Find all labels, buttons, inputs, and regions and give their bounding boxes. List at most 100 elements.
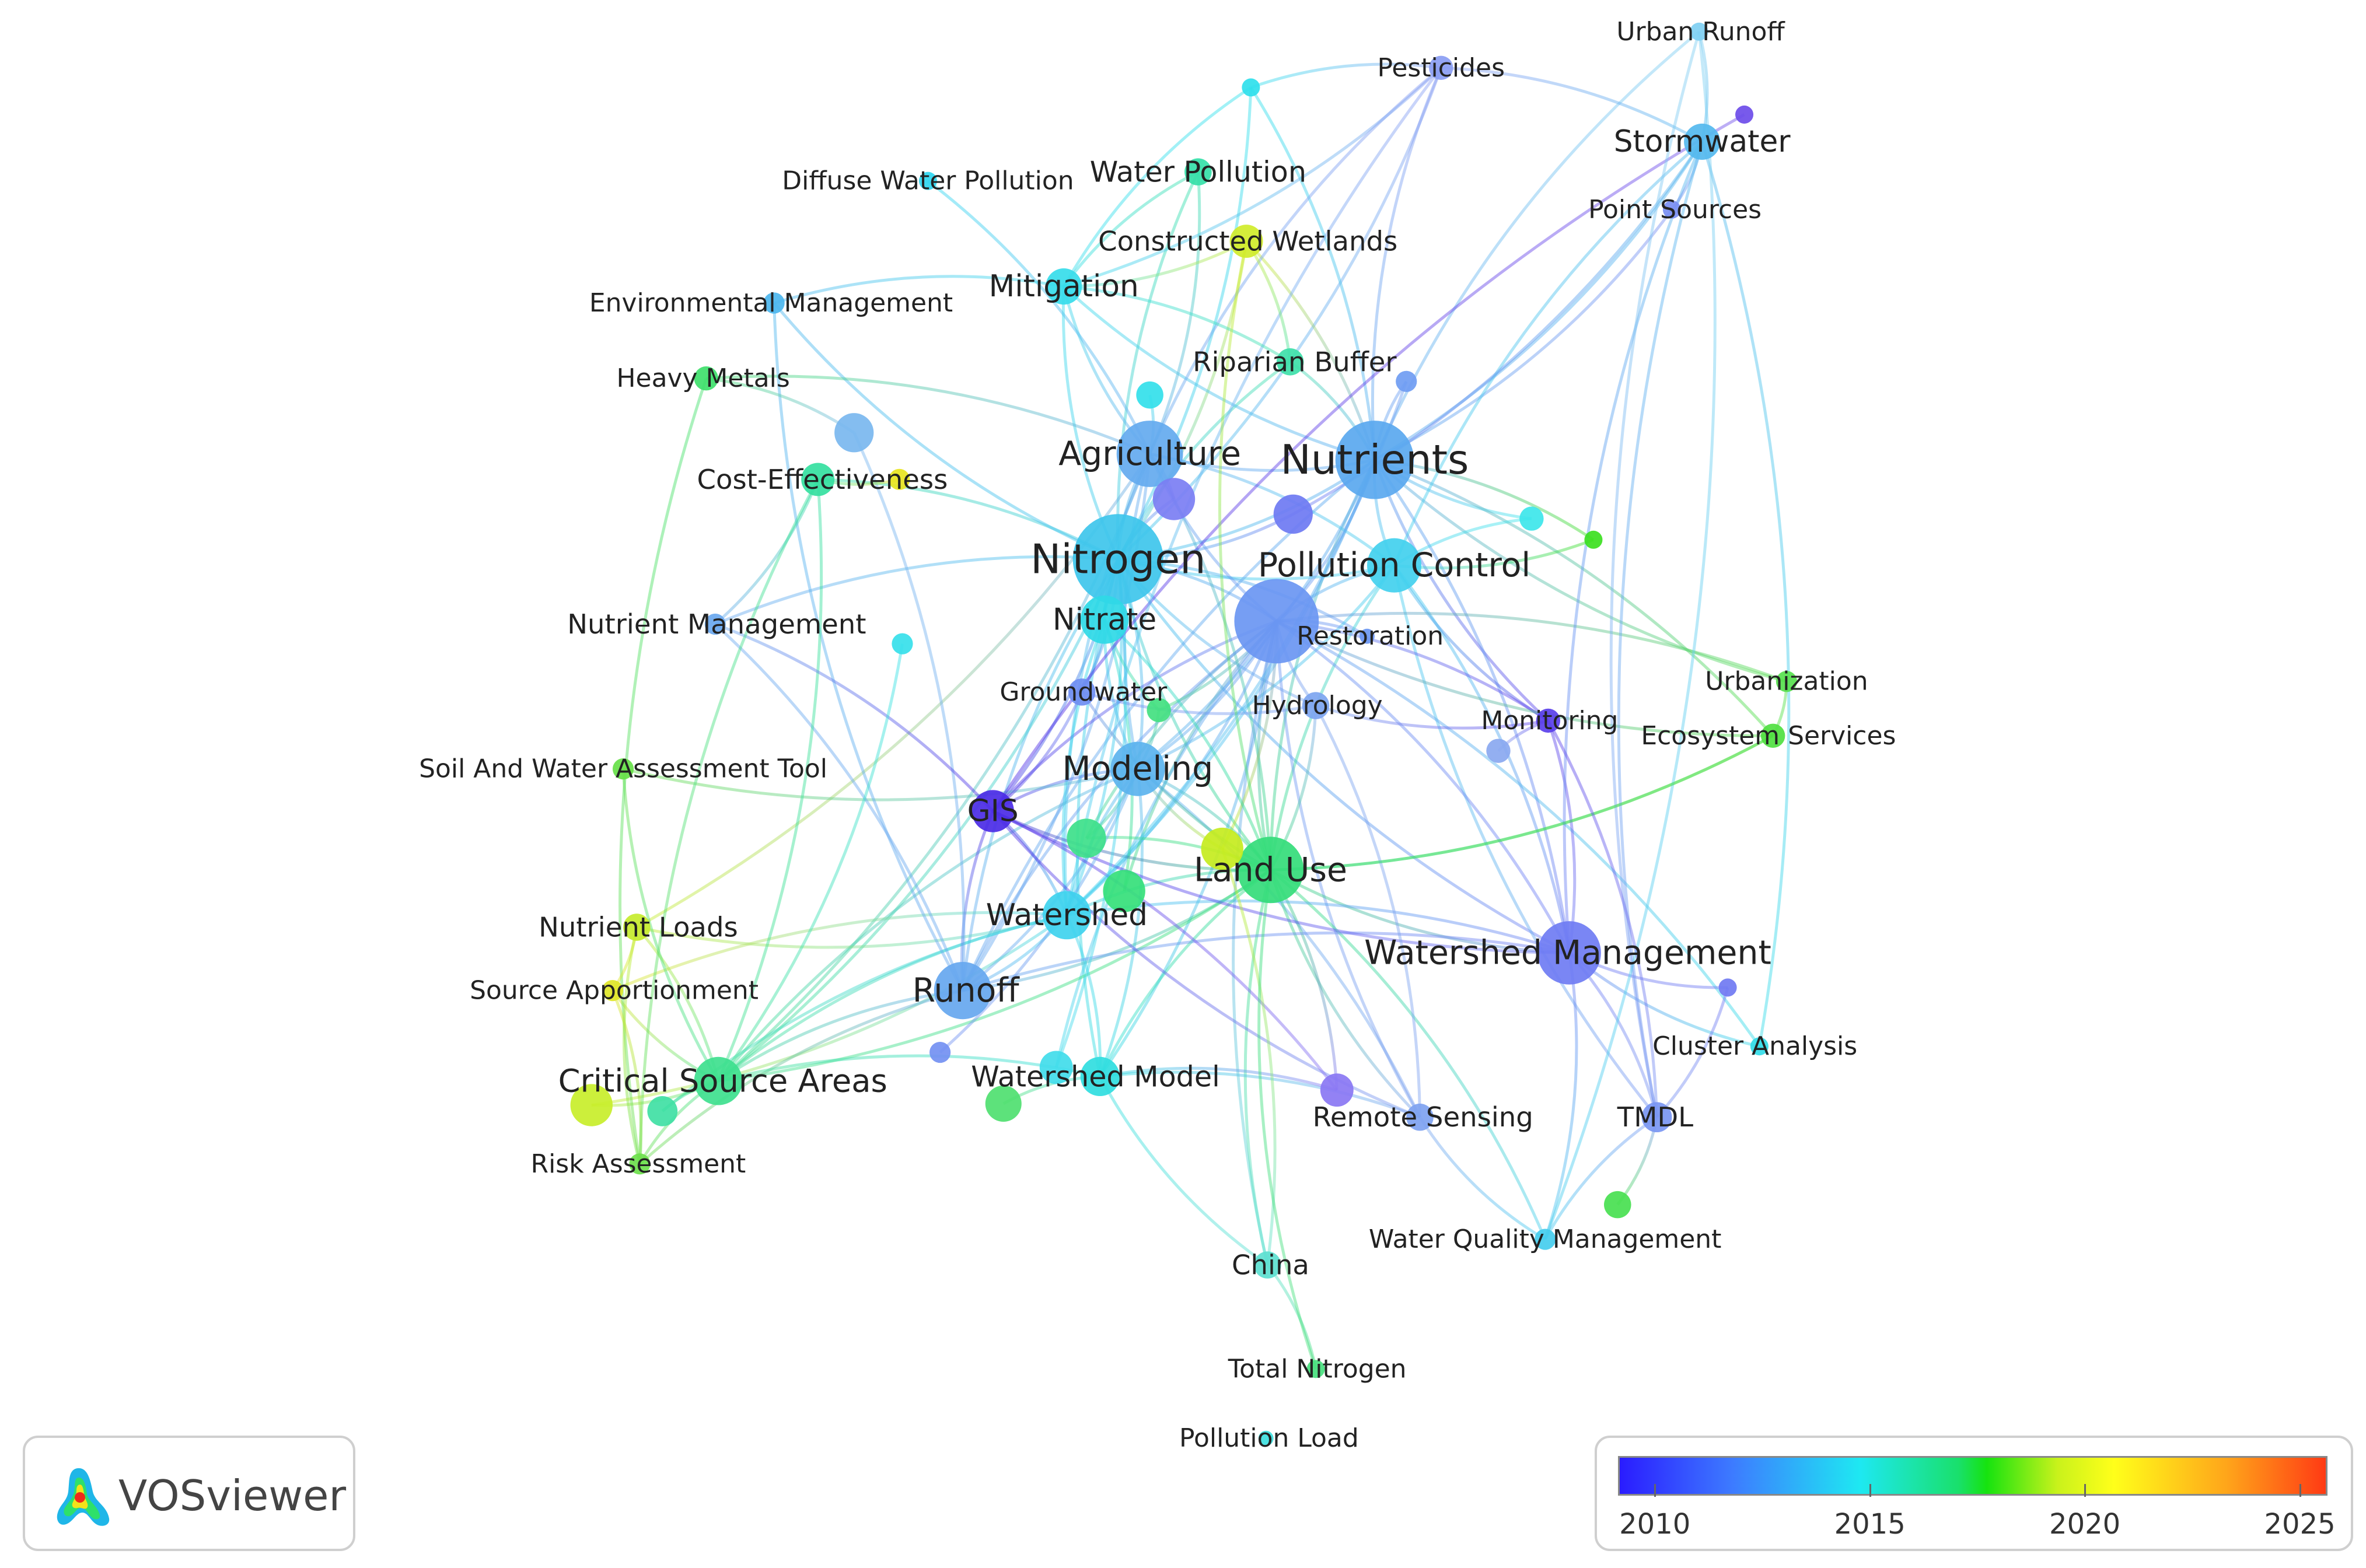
label-nutrients: Nutrients [1280, 436, 1469, 484]
link-hydrology-monitoring [1315, 704, 1549, 730]
node-u20[interactable] [1604, 1191, 1631, 1219]
node-water-quality-management[interactable] [1535, 1228, 1556, 1250]
node-environmental-management[interactable] [763, 292, 785, 314]
node-groundwater[interactable] [1068, 678, 1096, 706]
node-nitrate[interactable] [1080, 595, 1129, 644]
link-tmdl-u16 [1655, 987, 1729, 1118]
node-point-sources[interactable] [1662, 200, 1681, 219]
node-hub[interactable] [1234, 579, 1319, 664]
label-gis: GIS [967, 794, 1019, 829]
node-remote-sensing[interactable] [1406, 1103, 1434, 1131]
link-cost_effectiveness-risk_assessment [638, 478, 819, 1164]
node-modeling[interactable] [1110, 741, 1165, 796]
node-u24[interactable] [1039, 1051, 1073, 1084]
node-u7[interactable] [1136, 381, 1163, 409]
node-critical-source-areas[interactable] [694, 1056, 743, 1105]
link-runoff-environmental_management [773, 303, 964, 992]
link-mitigation-constructed_wetlands [1064, 240, 1247, 288]
node-ecosystem-services[interactable] [1760, 723, 1785, 748]
node-soil-water-assessment-tool[interactable] [612, 758, 634, 780]
node-u5[interactable] [1519, 506, 1544, 531]
node-restoration[interactable] [1360, 628, 1375, 644]
node-watershed[interactable] [1042, 891, 1091, 940]
node-u2[interactable] [1396, 370, 1417, 393]
link-agriculture-diffuse_water_pollution [927, 180, 1151, 455]
node-source-apportionment[interactable] [602, 979, 624, 1002]
node-u12[interactable] [1103, 870, 1145, 912]
node-nutrient-loads[interactable] [623, 914, 651, 941]
node-pesticides[interactable] [1429, 55, 1453, 80]
node-u8[interactable] [1147, 698, 1171, 723]
node-nutrients[interactable] [1335, 421, 1414, 499]
node-u3[interactable] [1152, 478, 1196, 520]
link-watershed-nutrient_loads [636, 914, 1068, 949]
link-gis-nutrient_management [714, 622, 994, 813]
node-u16[interactable] [1718, 978, 1737, 997]
legend-tick-label: 2025 [2264, 1508, 2336, 1541]
node-u9[interactable] [1067, 818, 1106, 858]
node-urbanization[interactable] [1776, 671, 1798, 692]
node-runoff[interactable] [934, 961, 992, 1020]
node-constructed-wetlands[interactable] [1229, 225, 1263, 258]
link-nutrients-watershed_management [1373, 459, 1571, 953]
label-total-nitrogen: Total Nitrogen [1228, 1354, 1407, 1384]
node-u6[interactable] [1584, 530, 1603, 549]
node-urban-runoff[interactable] [1690, 22, 1708, 41]
node-cluster-analysis[interactable] [1750, 1037, 1769, 1056]
node-u4[interactable] [1273, 494, 1313, 534]
link-watershed-source_apportionment [611, 911, 1067, 992]
node-pollution-load[interactable] [1258, 1430, 1274, 1446]
label-groundwater: Groundwater [999, 677, 1168, 707]
node-watershed-management[interactable] [1537, 921, 1601, 985]
node-diffuse-water-pollution[interactable] [918, 172, 937, 190]
node-cost-effectiveness[interactable] [801, 463, 835, 496]
node-u13[interactable] [570, 1084, 613, 1126]
label-modeling: Modeling [1063, 750, 1214, 788]
label-nutrient-management: Nutrient Management [567, 608, 866, 640]
node-u17[interactable] [985, 1085, 1022, 1122]
label-land-use: Land Use [1194, 850, 1347, 889]
node-u19[interactable] [929, 1041, 951, 1063]
link-hydrology-remote_sensing [1314, 705, 1422, 1118]
node-u15[interactable] [1320, 1073, 1354, 1107]
node-nitrogen[interactable] [1072, 514, 1163, 605]
node-agriculture[interactable] [1116, 421, 1183, 487]
node-u18[interactable] [892, 633, 913, 654]
node-china[interactable] [1254, 1251, 1281, 1279]
node-nutrient-management[interactable] [704, 613, 726, 635]
link-stormwater-cluster_analysis [1700, 141, 1791, 1047]
node-u10[interactable] [1201, 827, 1243, 870]
node-heavy-metals[interactable] [694, 366, 718, 391]
label-watershed-management: Watershed Management [1364, 933, 1771, 972]
node-stormwater[interactable] [1684, 123, 1721, 160]
node-monitoring[interactable] [1536, 708, 1561, 733]
node-water-pollution[interactable] [1184, 158, 1212, 186]
label-nitrate: Nitrate [1053, 602, 1156, 637]
node-hydrology[interactable] [1302, 692, 1330, 719]
node-u21[interactable] [889, 468, 910, 491]
node-land-use[interactable] [1237, 836, 1304, 904]
link-mitigation-water_pollution [1063, 170, 1199, 288]
link-agriculture-water_pollution [1148, 172, 1201, 454]
node-u23[interactable] [1486, 738, 1511, 763]
node-u1[interactable] [1242, 78, 1260, 97]
link-pesticides-u1 [1250, 62, 1442, 89]
node-u11[interactable] [834, 413, 874, 453]
node-u14[interactable] [647, 1096, 678, 1126]
node-riparian-buffer[interactable] [1276, 348, 1304, 376]
node-mitigation[interactable] [1046, 268, 1082, 305]
node-risk-assessment[interactable] [629, 1153, 651, 1175]
node-tmdl[interactable] [1641, 1102, 1672, 1133]
node-gis[interactable] [971, 790, 1014, 832]
link-mitigation-u1 [1063, 86, 1252, 288]
label-remote-sensing: Remote Sensing [1313, 1101, 1533, 1133]
node-total-nitrogen[interactable] [1306, 1360, 1325, 1378]
node-pollution-control[interactable] [1367, 538, 1422, 593]
link-ecosystem_services-land_use [1270, 734, 1774, 872]
node-watershed-model[interactable] [1080, 1056, 1120, 1097]
label-water-quality-management: Water Quality Management [1369, 1224, 1721, 1254]
link-stormwater-pesticides [1441, 66, 1703, 144]
node-u22[interactable] [1735, 105, 1754, 124]
link-total_nitrogen-land_use [1257, 869, 1317, 1370]
vosviewer-logo-box: VOSviewer [23, 1436, 355, 1551]
